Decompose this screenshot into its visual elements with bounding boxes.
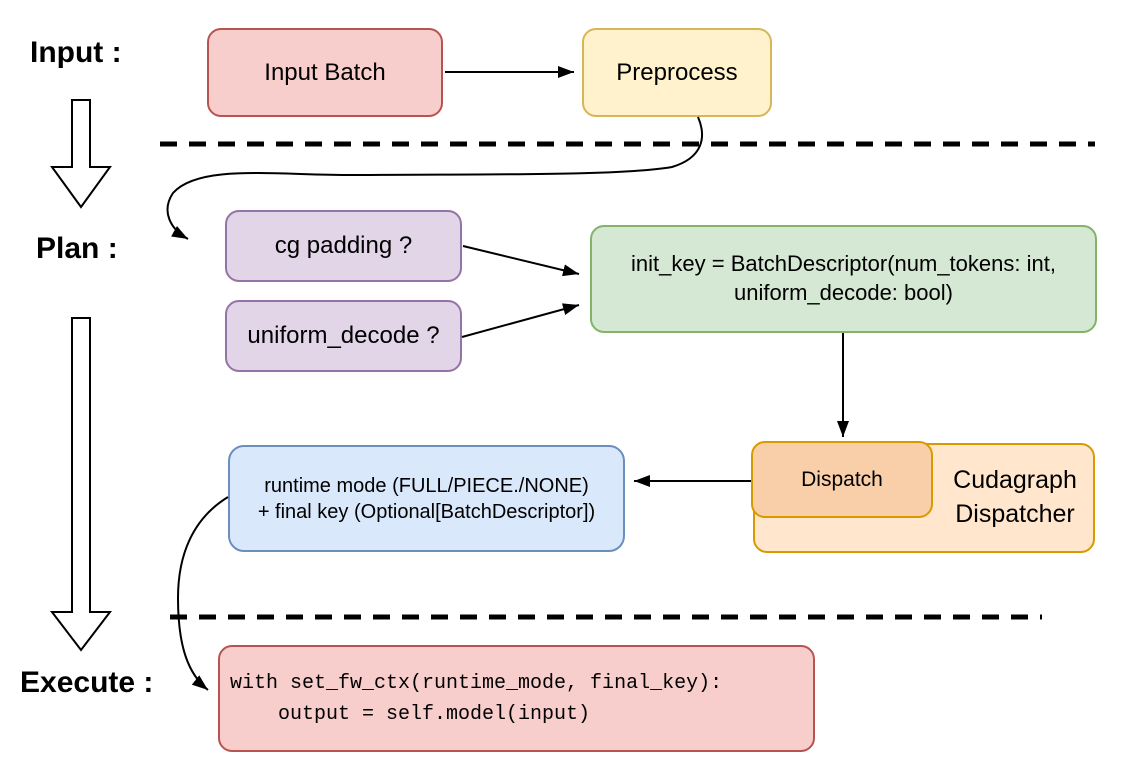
stage-label-plan: Plan : (36, 232, 118, 265)
cudagraph-label-line2: Dispatcher (955, 500, 1075, 528)
node-uniform-decode: uniform_decode ? (225, 300, 462, 372)
node-execute-code: with set_fw_ctx(runtime_mode, final_key)… (218, 645, 815, 752)
stage-label-execute: Execute : (20, 666, 154, 699)
node-runtime-mode-line2: + final key (Optional[BatchDescriptor]) (257, 500, 596, 523)
node-cg-padding: cg padding ? (225, 210, 462, 282)
down-arrow-icon-input-to-plan (50, 99, 112, 209)
node-runtime-mode: runtime mode (FULL/PIECE./NONE) + final … (228, 445, 625, 552)
node-preprocess-label: Preprocess (616, 58, 738, 86)
node-dispatch-label: Dispatch (801, 467, 883, 491)
execute-code-line2: output = self.model(input) (230, 702, 591, 726)
node-init-key-line2: uniform_decode: bool) (734, 280, 953, 305)
cudagraph-label-line1: Cudagraph (953, 466, 1077, 495)
node-input-batch: Input Batch (207, 28, 443, 117)
down-arrow-icon-plan-to-execute (49, 317, 113, 652)
node-cg-padding-label: cg padding ? (274, 232, 413, 260)
node-dispatch: Dispatch (751, 441, 933, 518)
arrow-cg-padding-to-init-key (462, 245, 580, 277)
node-input-batch-label: Input Batch (264, 58, 386, 86)
execute-code-line1: with set_fw_ctx(runtime_mode, final_key)… (230, 671, 723, 695)
node-uniform-decode-label: uniform_decode ? (247, 322, 440, 350)
node-runtime-mode-line1: runtime mode (FULL/PIECE./NONE) (264, 474, 589, 497)
stage-label-input: Input : (30, 36, 122, 69)
node-cudagraph-dispatcher-label: Cudagraph Dispatcher (933, 445, 1097, 551)
node-init-key: init_key = BatchDescriptor(num_tokens: i… (590, 225, 1097, 333)
node-preprocess: Preprocess (582, 28, 772, 117)
node-init-key-line1: init_key = BatchDescriptor(num_tokens: i… (631, 251, 1056, 277)
arrow-uniform-decode-to-init-key (461, 303, 580, 338)
